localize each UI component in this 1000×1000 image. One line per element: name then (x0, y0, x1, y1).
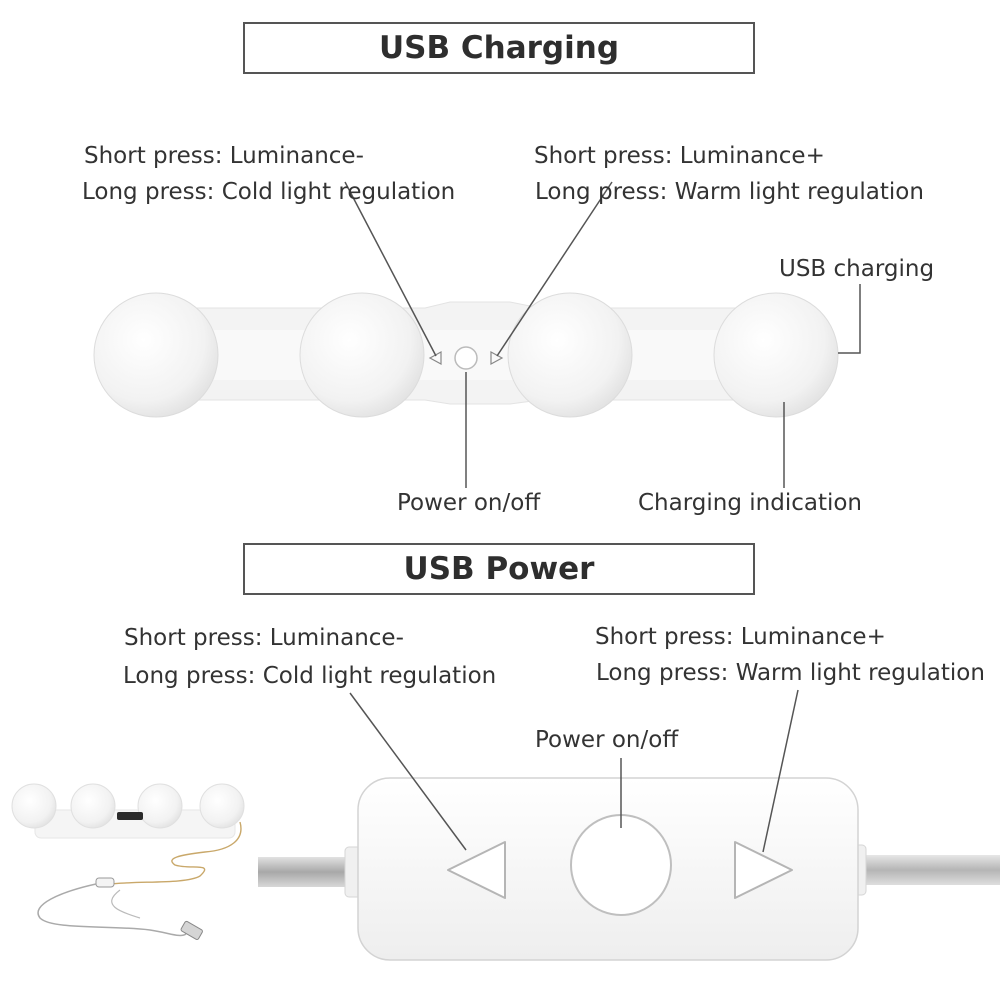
leader-lines-charging (344, 181, 861, 488)
label-charging-left-short-press: Short press: Luminance- (84, 143, 364, 169)
bulb-icon (70, 783, 116, 829)
label-charging-right-long-press: Long press: Warm light regulation (535, 179, 924, 205)
section-title-usb-charging: USB Charging (243, 22, 755, 74)
leader-lines-power (349, 689, 799, 853)
triangle-left-icon (447, 841, 506, 899)
usb-plug-icon (180, 920, 203, 940)
bulb-icon (137, 783, 183, 829)
label-power-left-short-press: Short press: Luminance- (124, 625, 404, 651)
bulb-icon (11, 783, 57, 829)
label-power-right-short-press: Short press: Luminance+ (595, 624, 886, 650)
triangle-right-icon (490, 350, 504, 366)
section-title-usb-power: USB Power (243, 543, 755, 595)
label-power-left-long-press: Long press: Cold light regulation (123, 663, 497, 689)
bulb-icon (199, 783, 245, 829)
light-bar-charging (93, 292, 839, 418)
label-charging-left-long-press: Long press: Cold light regulation (82, 179, 456, 205)
controller-usb-power (258, 777, 1000, 961)
label-charging-indication: Charging indication (638, 490, 863, 516)
triangle-right-icon (734, 841, 793, 899)
label-power-right-long-press: Long press: Warm light regulation (596, 660, 985, 686)
power-button-icon (570, 814, 672, 916)
label-power-power-button: Power on/off (535, 727, 679, 753)
label-charging-power-button: Power on/off (397, 490, 541, 516)
bulb-icon (93, 292, 219, 418)
product-thumbnail (11, 783, 245, 940)
bulb-icon (299, 292, 425, 418)
label-usb-charging-port: USB charging (779, 256, 935, 282)
bulb-icon (507, 292, 633, 418)
power-button-icon (454, 346, 478, 370)
label-charging-right-short-press: Short press: Luminance+ (534, 143, 825, 169)
bulb-icon (713, 292, 839, 418)
